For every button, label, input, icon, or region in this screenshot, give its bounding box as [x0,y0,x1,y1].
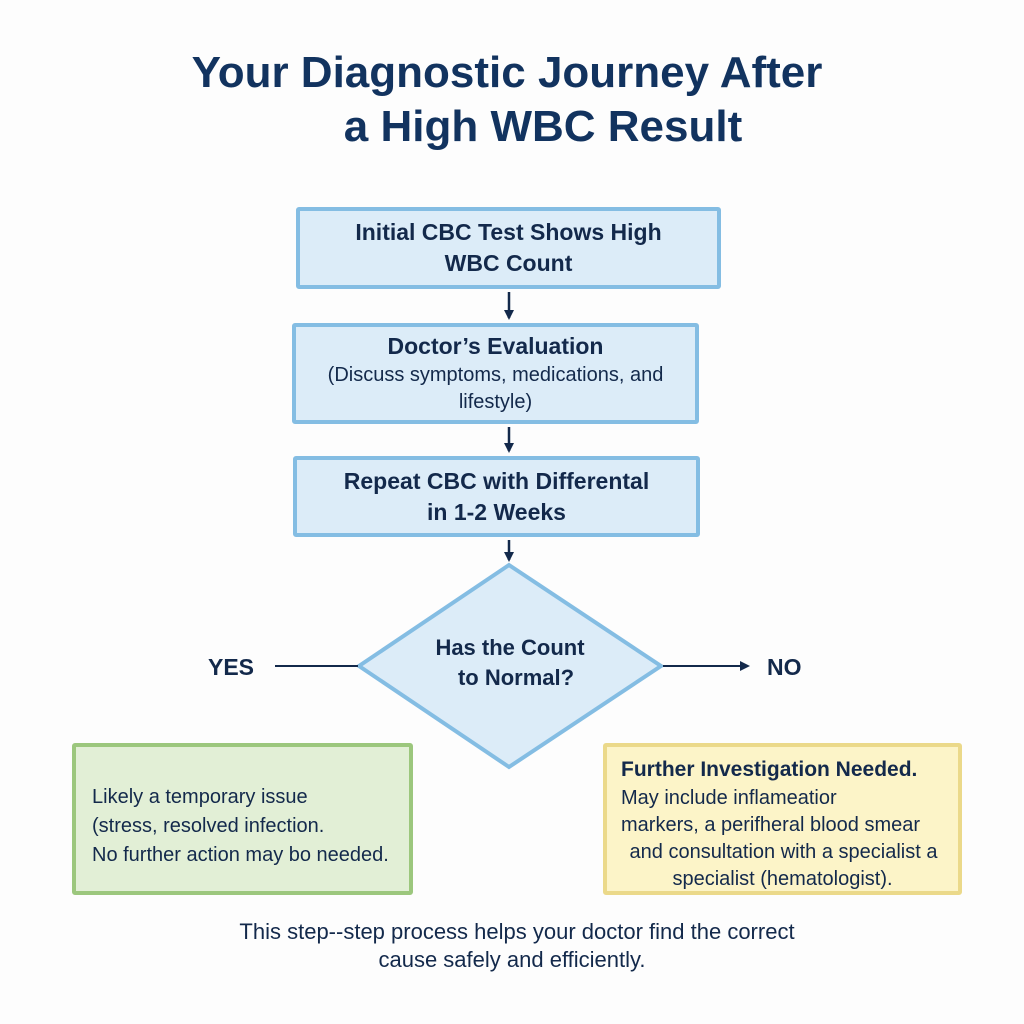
outcome-no-line: markers, a perifheral blood smear [621,814,921,836]
yes-label: YES [208,654,255,680]
step-2-title: Doctor’s Evaluation [387,333,604,359]
page-title: Your Diagnostic Journey After a High WBC… [0,46,1024,154]
outcome-no-heading: Further Investigation Needed. [621,758,918,781]
decision-line-1: Has the Count [435,635,585,660]
step-2-detail-line-1: (Discuss symptoms, medications, and [327,364,664,386]
step-2-detail-line-2: lifestyle) [458,391,533,413]
footer-line-1: This step--step process helps your docto… [239,919,795,944]
footer-line-2: cause safely and efficiently. [378,947,646,972]
outcome-yes-box: Likely a temporary issue (stress, resolv… [72,743,413,895]
footer-note: This step--step process helps your docto… [0,918,1024,974]
step-3-title-line-2: in 1-2 Weeks [427,498,566,525]
title-line-2: a High WBC Result [343,102,743,151]
outcome-yes-line: (stress, resolved infection. [92,815,325,837]
outcome-no-box: Further Investigation Needed. May includ… [603,743,962,895]
outcome-yes-line: Likely a temporary issue [92,786,308,808]
step-1-title-line-2: WBC Count [444,250,573,276]
decision-question: Has the Count to Normal? [380,633,640,693]
step-3-title-line-1: Repeat CBC with Differental [343,467,650,494]
outcome-no-line: specialist (hematologist). [672,868,893,890]
decision-line-2: to Normal? [457,665,575,690]
outcome-no-line: and consultation with a specialist a [629,841,938,863]
step-initial-cbc: Initial CBC Test Shows High WBC Count [296,207,721,289]
no-label: NO [767,654,802,680]
outcome-no-line: May include inflameatior [621,787,837,809]
step-doctor-evaluation: Doctor’s Evaluation (Discuss symptoms, m… [292,323,699,424]
step-1-title-line-1: Initial CBC Test Shows High [355,219,662,245]
step-repeat-cbc: Repeat CBC with Differental in 1-2 Weeks [293,456,700,537]
decision-diamond [355,562,665,770]
title-line-1: Your Diagnostic Journey After [191,48,823,97]
outcome-yes-line: No further action may bo needed. [92,844,389,866]
